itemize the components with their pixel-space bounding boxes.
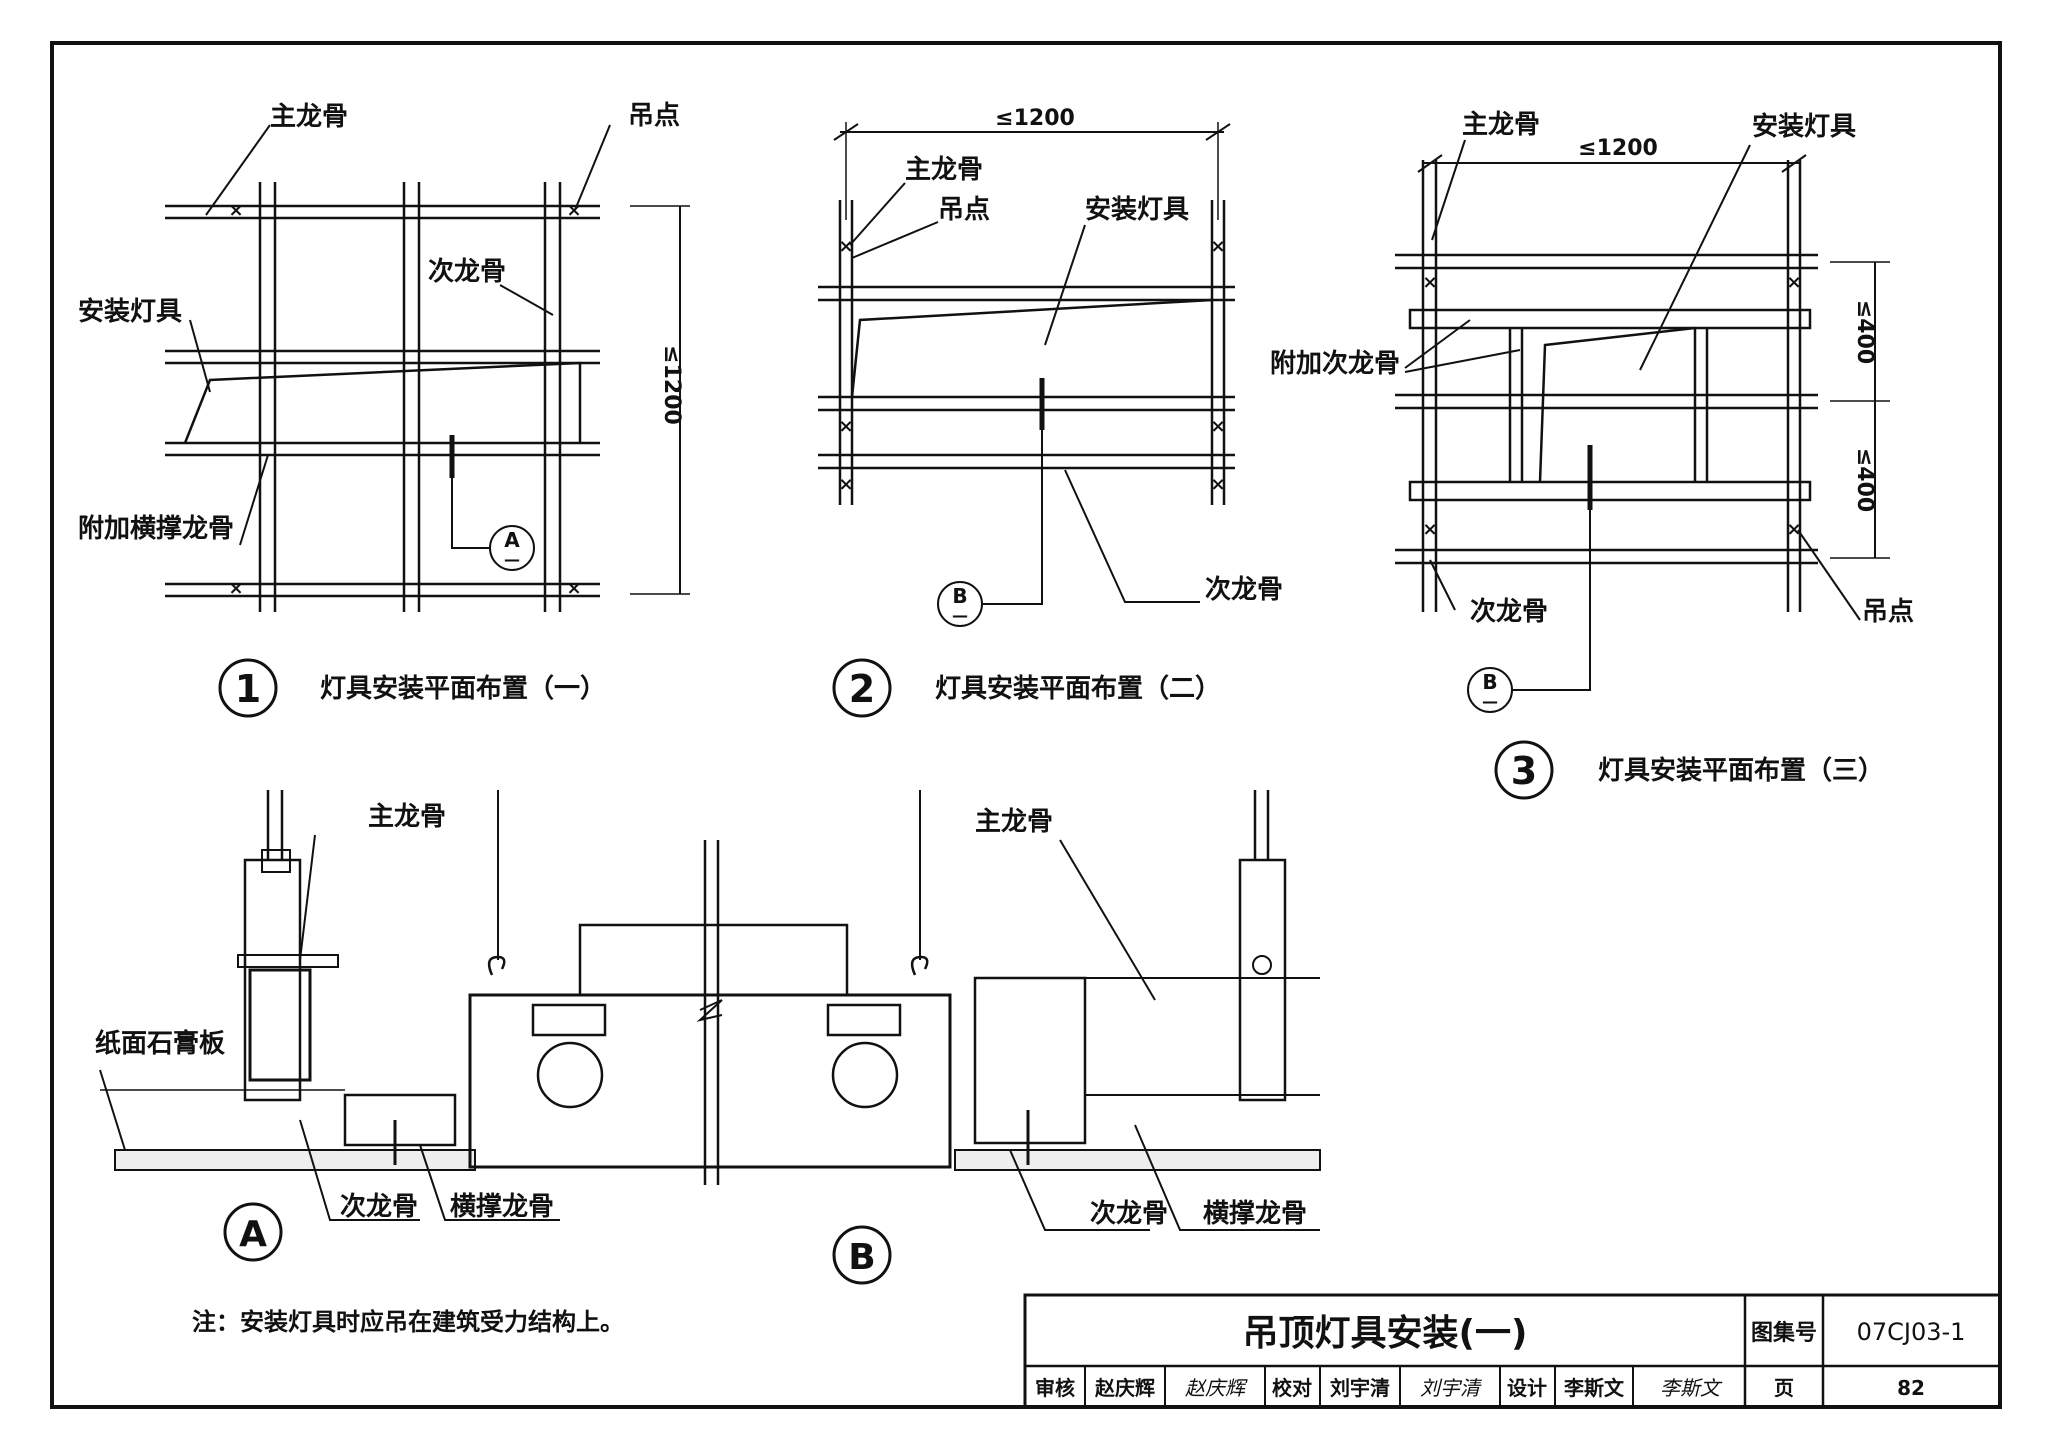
drawing-title: 吊顶灯具安装(一) xyxy=(1243,1313,1528,1354)
svg-text:×: × xyxy=(1422,519,1437,540)
figure-2-plan: × × × × × × xyxy=(818,122,1235,627)
detail-B-section xyxy=(468,790,1321,1285)
section-B-dash-3: — xyxy=(1482,692,1498,711)
detail-A-number: A xyxy=(239,1214,267,1255)
detail-B-number: B xyxy=(848,1237,875,1278)
dim-1200-fig2: ≤1200 xyxy=(995,106,1075,131)
svg-text:×: × xyxy=(228,200,243,221)
section-B-dash-2: — xyxy=(952,606,968,625)
review-label: 审核 xyxy=(1035,1376,1075,1400)
label-secondary-keel-3: 次龙骨 xyxy=(1470,597,1548,627)
dim-400-lower: ≤400 xyxy=(1852,448,1877,512)
dim-400-upper: ≤400 xyxy=(1852,300,1877,364)
label-secondary-keel-1: 次龙骨 xyxy=(428,257,506,287)
svg-text:×: × xyxy=(838,474,853,495)
dim-1200-fig1: ≤1200 xyxy=(659,345,684,425)
figure-2-title: 灯具安装平面布置（二） xyxy=(935,674,1221,704)
figure-2-number: 2 xyxy=(849,667,875,711)
figure-2-circle xyxy=(832,658,892,718)
section-A-mark: A xyxy=(504,528,520,552)
label-main-keel-3: 主龙骨 xyxy=(1462,110,1540,140)
designer-name: 李斯文 xyxy=(1563,1376,1625,1400)
label-hang-point-3: 吊点 xyxy=(1862,596,1914,627)
figure-1-circle xyxy=(218,658,278,718)
note-text: 注：安装灯具时应吊在建筑受力结构上。 xyxy=(192,1308,624,1336)
label-hang-point-1: 吊点 xyxy=(628,100,680,131)
page-label: 页 xyxy=(1774,1376,1794,1400)
label-install-fixture-3: 安装灯具 xyxy=(1752,112,1856,142)
label-cross-keel-A: 横撑龙骨 xyxy=(450,1192,554,1222)
svg-text:×: × xyxy=(1210,416,1225,437)
label-main-keel-2: 主龙骨 xyxy=(905,155,983,185)
figure-3-circle xyxy=(1494,740,1554,800)
section-A-dash: — xyxy=(504,550,520,569)
svg-text:×: × xyxy=(1210,474,1225,495)
figure-1-plan: × × × × xyxy=(165,124,690,612)
section-B-mark-3: B xyxy=(1482,670,1497,694)
label-cross-keel-B: 横撑龙骨 xyxy=(1203,1199,1307,1229)
figure-3-title: 灯具安装平面布置（三） xyxy=(1598,756,1884,786)
svg-text:×: × xyxy=(1422,272,1437,293)
svg-text:×: × xyxy=(1210,236,1225,257)
svg-text:×: × xyxy=(228,578,243,599)
label-secondary-keel-2: 次龙骨 xyxy=(1205,575,1283,605)
figure-3-plan: × × × × xyxy=(1395,139,1890,713)
figure-3-number: 3 xyxy=(1511,749,1537,793)
reviewer-signature: 赵庆辉 xyxy=(1185,1376,1248,1400)
label-main-keel-B: 主龙骨 xyxy=(975,807,1053,837)
label-main-keel-A: 主龙骨 xyxy=(368,802,446,832)
checker-signature: 刘宇清 xyxy=(1420,1376,1483,1400)
label-extra-cross-keel-1: 附加横撑龙骨 xyxy=(78,514,234,544)
label-secondary-keel-A: 次龙骨 xyxy=(340,1192,418,1222)
atlas-number: 07CJ03-1 xyxy=(1857,1318,1966,1346)
figure-1-number: 1 xyxy=(235,667,261,711)
figure-1-title: 灯具安装平面布置（一） xyxy=(320,674,606,704)
label-main-keel-1: 主龙骨 xyxy=(270,102,348,132)
designer-signature: 李斯文 xyxy=(1660,1376,1723,1400)
label-gypsum-board: 纸面石膏板 xyxy=(95,1028,225,1059)
label-extra-secondary-keel-3: 附加次龙骨 xyxy=(1270,349,1400,379)
label-hang-point-2: 吊点 xyxy=(938,194,990,225)
dim-1200-fig3: ≤1200 xyxy=(1578,136,1658,161)
label-install-fixture-1: 安装灯具 xyxy=(78,297,182,327)
check-label: 校对 xyxy=(1272,1376,1312,1400)
svg-text:×: × xyxy=(566,578,581,599)
section-B-mark-2: B xyxy=(952,584,967,608)
detail-A-section xyxy=(99,790,560,1262)
svg-text:×: × xyxy=(1786,272,1801,293)
svg-text:×: × xyxy=(566,200,581,221)
design-label: 设计 xyxy=(1507,1376,1547,1400)
label-secondary-keel-B: 次龙骨 xyxy=(1090,1199,1168,1229)
reviewer-name: 赵庆辉 xyxy=(1094,1376,1155,1400)
title-block xyxy=(1023,1293,2002,1409)
svg-text:×: × xyxy=(838,236,853,257)
svg-text:×: × xyxy=(1786,519,1801,540)
page-number: 82 xyxy=(1897,1376,1925,1400)
svg-text:×: × xyxy=(838,416,853,437)
label-install-fixture-2: 安装灯具 xyxy=(1085,195,1189,225)
atlas-label: 图集号 xyxy=(1751,1320,1817,1346)
checker-name: 刘宇清 xyxy=(1330,1376,1390,1400)
